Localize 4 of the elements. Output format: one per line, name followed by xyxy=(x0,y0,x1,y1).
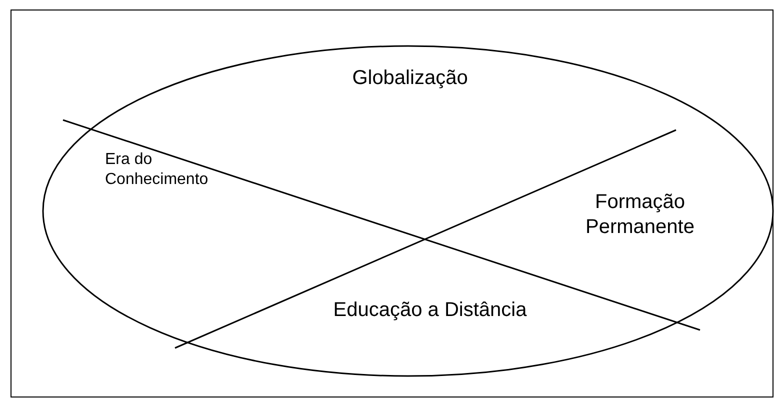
sector-label: Globalização xyxy=(310,66,510,91)
sector-label: Formação Permanente xyxy=(560,190,720,240)
sector-label: Educação a Distância xyxy=(330,298,530,323)
sector-label: Era do Conhecimento xyxy=(105,150,235,190)
